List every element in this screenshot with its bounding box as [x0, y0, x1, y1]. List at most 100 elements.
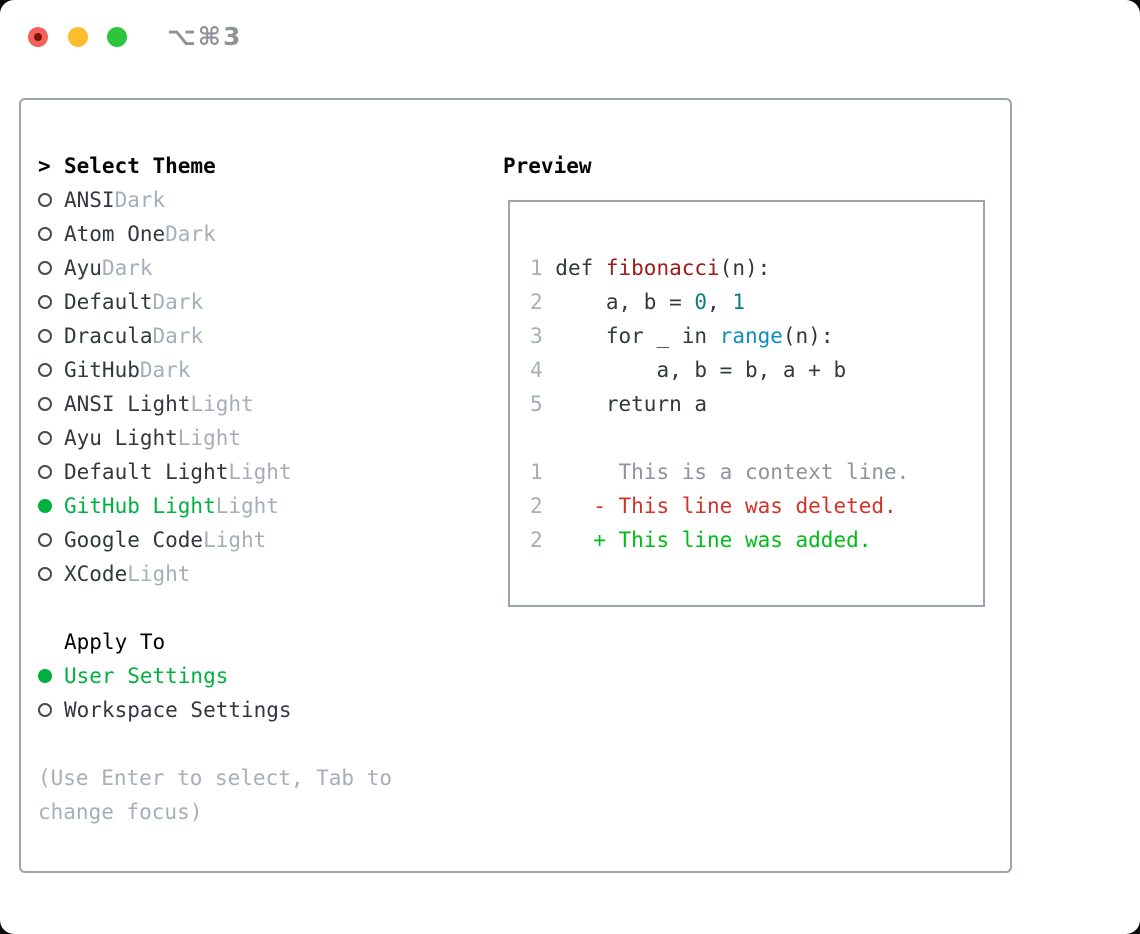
theme-name-label: Default Light	[64, 460, 229, 484]
code-token-code: ,	[707, 290, 733, 314]
code-line	[530, 421, 983, 455]
radio-selected-icon	[38, 669, 52, 683]
code-token-code: return a	[542, 392, 708, 416]
select-theme-header: > Select Theme	[38, 149, 392, 183]
window-shortcut-label: ⌥⌘3	[167, 22, 243, 51]
theme-variant-label: Light	[190, 392, 254, 416]
code-token-del: - This line was deleted.	[542, 494, 897, 518]
theme-name-label: ANSI	[64, 188, 115, 212]
line-number: 2	[530, 290, 543, 314]
radio-unselected-icon	[38, 261, 52, 275]
close-button-icon[interactable]	[28, 27, 48, 47]
zoom-button-icon[interactable]	[107, 27, 127, 47]
code-token-code: a, b =	[542, 290, 695, 314]
code-line: 2 a, b = 0, 1	[530, 285, 983, 319]
code-token-builtin: range	[719, 324, 783, 348]
code-line: 2 + This line was added.	[530, 523, 983, 557]
theme-name-label: Google Code	[64, 528, 204, 552]
theme-name-label: ANSI Light	[64, 392, 191, 416]
theme-name-label: Default	[64, 290, 153, 314]
radio-unselected-icon	[38, 533, 52, 547]
theme-option-row[interactable]: Ayu Dark	[38, 251, 392, 285]
theme-option-row[interactable]: GitHub Dark	[38, 353, 392, 387]
apply-option-label: Workspace Settings	[64, 698, 292, 722]
theme-variant-label: Light	[203, 528, 267, 552]
code-line: 1 def fibonacci(n):	[530, 251, 983, 285]
theme-variant-label: Light	[177, 426, 242, 450]
theme-variant-label: Light	[228, 460, 292, 484]
help-text-line-2: change focus)	[38, 800, 203, 824]
preview-title: Preview	[503, 154, 592, 178]
select-theme-title: Select Theme	[64, 154, 216, 178]
code-token-ctx: This is a context line.	[542, 460, 910, 484]
theme-variant-label: Dark	[139, 358, 191, 382]
theme-option-row[interactable]: ANSI Dark	[38, 183, 392, 217]
theme-variant-label: Dark	[152, 290, 204, 314]
code-token-fn: fibonacci	[605, 256, 720, 280]
help-text-line-1: (Use Enter to select, Tab to	[38, 766, 393, 790]
spacer	[38, 591, 392, 625]
minimize-button-icon[interactable]	[68, 27, 88, 47]
radio-unselected-icon	[38, 397, 52, 411]
apply-to-header: Apply To	[38, 625, 392, 659]
apply-to-title: Apply To	[64, 630, 166, 654]
theme-name-label: GitHub Light	[64, 494, 216, 518]
theme-option-row[interactable]: Ayu Light Light	[38, 421, 392, 455]
theme-variant-label: Light	[127, 562, 191, 586]
code-token-add: + This line was added.	[542, 528, 872, 552]
theme-name-label: GitHub	[64, 358, 140, 382]
theme-variant-label: Light	[215, 494, 279, 518]
code-token-code: (n):	[782, 324, 834, 348]
radio-unselected-icon	[38, 431, 52, 445]
code-token-code: a, b = b, a + b	[542, 358, 847, 382]
radio-unselected-icon	[38, 329, 52, 343]
theme-name-label: Ayu	[64, 256, 102, 280]
theme-name-label: Atom One	[64, 222, 166, 246]
line-number: 5	[530, 392, 543, 416]
theme-option-row[interactable]: GitHub Light Light	[38, 489, 392, 523]
preview-column: Preview 1 def fibonacci(n):2 a, b = 0, 1…	[503, 149, 985, 607]
line-number: 2	[530, 528, 543, 552]
radio-selected-icon	[38, 499, 52, 513]
spacer	[38, 727, 392, 761]
code-token-code: (n):	[719, 256, 771, 280]
line-number: 3	[530, 324, 543, 348]
theme-variant-label: Dark	[152, 324, 204, 348]
radio-unselected-icon	[38, 363, 52, 377]
radio-unselected-icon	[38, 193, 52, 207]
apply-option-row[interactable]: Workspace Settings	[38, 693, 392, 727]
apply-option-label: User Settings	[64, 664, 229, 688]
theme-option-row[interactable]: ANSI Light Light	[38, 387, 392, 421]
code-line: 5 return a	[530, 387, 983, 421]
theme-variant-label: Dark	[114, 188, 166, 212]
theme-name-label: XCode	[64, 562, 128, 586]
line-number: 1	[530, 460, 543, 484]
theme-option-row[interactable]: Dracula Dark	[38, 319, 392, 353]
code-line: 4 a, b = b, a + b	[530, 353, 983, 387]
focus-caret-icon: >	[38, 154, 51, 178]
code-line: 3 for _ in range(n):	[530, 319, 983, 353]
code-line: 2 - This line was deleted.	[530, 489, 983, 523]
code-token-code: def	[542, 256, 606, 280]
radio-unselected-icon	[38, 703, 52, 717]
theme-option-row[interactable]: Default Light Light	[38, 455, 392, 489]
apply-option-row[interactable]: User Settings	[38, 659, 392, 693]
line-number: 4	[530, 358, 543, 382]
theme-option-row[interactable]: Default Dark	[38, 285, 392, 319]
line-number: 2	[530, 494, 543, 518]
theme-option-row[interactable]: Atom One Dark	[38, 217, 392, 251]
theme-option-row[interactable]: Google Code Light	[38, 523, 392, 557]
radio-unselected-icon	[38, 295, 52, 309]
theme-name-label: Ayu Light	[64, 426, 178, 450]
line-number: 1	[530, 256, 543, 280]
theme-name-label: Dracula	[64, 324, 153, 348]
theme-option-row[interactable]: XCode Light	[38, 557, 392, 591]
radio-unselected-icon	[38, 227, 52, 241]
radio-unselected-icon	[38, 465, 52, 479]
